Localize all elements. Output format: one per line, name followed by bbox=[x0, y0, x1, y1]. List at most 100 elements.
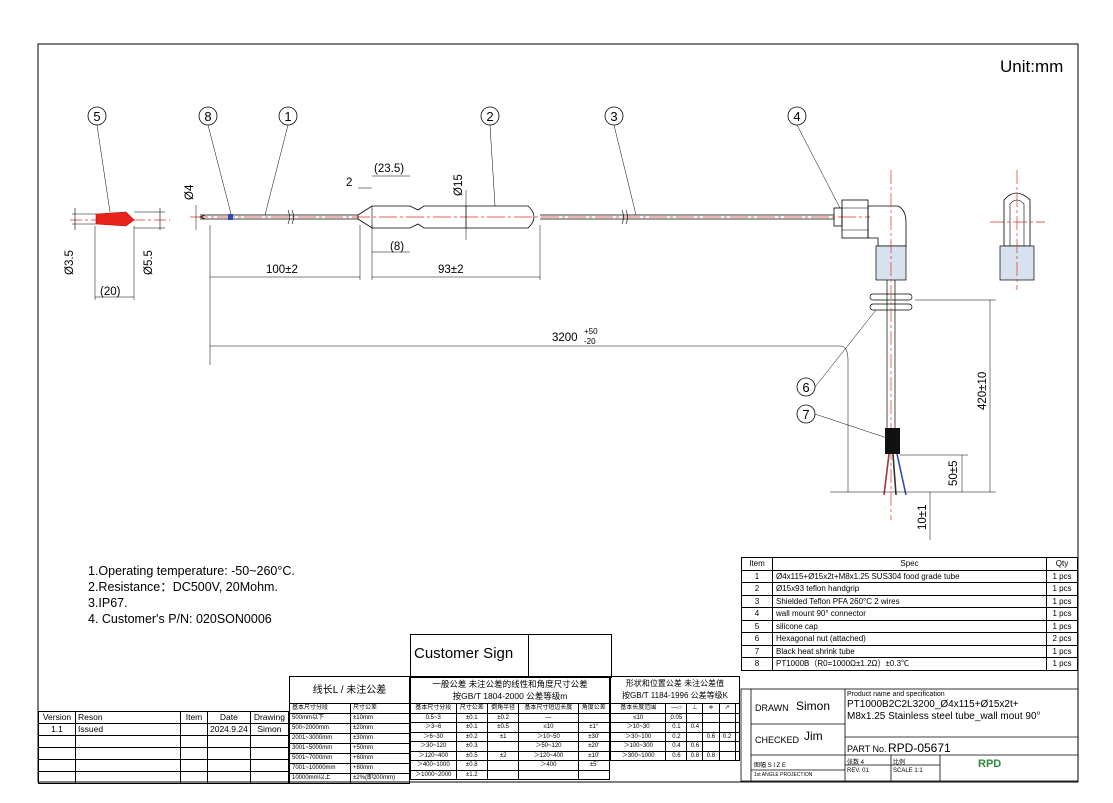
dim-d35: Ø3.5 bbox=[64, 250, 76, 275]
general-tol-title2: 按GB/T 1804-2000 公差等级m bbox=[452, 691, 568, 701]
drawn-label: DRAWN bbox=[755, 703, 789, 713]
general-tol-cell: ±1° bbox=[577, 722, 611, 733]
general-tol-cell bbox=[518, 769, 579, 780]
linear-tol-header: 基本尺寸分段 bbox=[289, 703, 351, 714]
general-tol-cell bbox=[486, 769, 520, 780]
geo-tol-title1: 形状和位置公差 未注公差值 bbox=[625, 679, 725, 688]
linear-tol-cell: 7001~10000mm bbox=[289, 763, 351, 774]
size-label: 图幅 S I Z E bbox=[754, 763, 787, 769]
general-tol-cell: ±1 bbox=[486, 731, 520, 742]
general-tol-cell bbox=[577, 712, 611, 723]
geo-tol-cell: 0.2 bbox=[665, 731, 688, 742]
geo-tol-cell: ≤10 bbox=[609, 712, 667, 723]
geo-tol-cell: 0.6 bbox=[686, 741, 704, 752]
general-tol-cell: 0.5~3 bbox=[410, 712, 457, 723]
general-tol-cell: ＞50~120 bbox=[518, 741, 579, 752]
linear-tol-cell: 5001~7000mm bbox=[289, 753, 351, 764]
general-tol-cell: ±0.2 bbox=[455, 731, 488, 742]
product-line-2: M8x1.25 Stainless steel tube_wall mout 9… bbox=[847, 711, 1041, 722]
rev-header-reason: Reson bbox=[75, 711, 181, 724]
general-tol-cell: ＞3~6 bbox=[410, 722, 457, 733]
linear-tol-cell: ±10mm bbox=[349, 713, 411, 724]
bom-item: 1 bbox=[741, 569, 773, 583]
geo-tol-cell: 0.1 bbox=[665, 722, 688, 733]
bom-item: 6 bbox=[741, 632, 773, 646]
sheet-label: 张数 4 bbox=[847, 760, 865, 766]
general-tol-header: 角度公差 bbox=[577, 703, 611, 714]
callout-5: 5 bbox=[93, 109, 100, 124]
linear-tol-cell: 500~2000mm bbox=[289, 723, 351, 734]
geo-tol-cell: ＞300~1000 bbox=[609, 750, 667, 761]
general-tol-cell: ≤10 bbox=[518, 722, 579, 733]
general-tol-cell: ＞400~1000 bbox=[410, 760, 457, 771]
general-tol-cell: ＞1000~2000 bbox=[410, 769, 457, 780]
note-4: 4. Customer's P/N: 020SON0006 bbox=[88, 612, 272, 626]
bom-spec: silicone cap bbox=[772, 619, 1047, 633]
rev-item bbox=[180, 723, 208, 736]
general-tol-cell: ±0.1 bbox=[455, 722, 488, 733]
rev-version: 1.1 bbox=[38, 723, 76, 736]
bom-qty: 1 pcs bbox=[1046, 644, 1078, 658]
bom-qty: 2 pcs bbox=[1046, 632, 1078, 646]
general-tol-cell bbox=[486, 760, 520, 771]
dimension-lines bbox=[195, 175, 996, 540]
flatness-symbol: —▱ bbox=[665, 703, 688, 714]
perpendicular-symbol: ⊥ bbox=[686, 703, 704, 714]
dim-d15: Ø15 bbox=[453, 174, 465, 196]
general-tol-cell: ±0.8 bbox=[455, 760, 488, 771]
dim-3200: 3200 bbox=[552, 332, 578, 344]
general-tol-cell: — bbox=[518, 712, 579, 723]
dim-235: (23.5) bbox=[374, 163, 404, 175]
unit-label: Unit:mm bbox=[1000, 57, 1064, 76]
callout-6: 6 bbox=[802, 380, 809, 395]
general-tol-cell bbox=[486, 741, 520, 752]
geo-tol-cell: 0.2 bbox=[718, 731, 736, 742]
geo-tol-cell: 0.8 bbox=[686, 750, 704, 761]
linear-tol-cell: ±2%(即200mm) bbox=[349, 773, 411, 784]
notes: 1.Operating temperature: -50~260°C. 2.Re… bbox=[88, 563, 295, 627]
note-2: 2.Resistance：DC500V, 20Mohm. bbox=[88, 580, 278, 594]
rev-header-version: Version bbox=[38, 711, 76, 724]
rev-drawing: Simon bbox=[249, 723, 290, 736]
callout-8: 8 bbox=[204, 109, 211, 124]
bom-header-qty: Qty bbox=[1046, 557, 1078, 571]
geo-tol-header: 基本长度范围 bbox=[609, 703, 667, 714]
general-tol-cell bbox=[577, 769, 611, 780]
general-tol-header: 基本尺寸短边长度 bbox=[518, 703, 579, 714]
runout-symbol: ↗ bbox=[718, 703, 736, 714]
symmetry-symbol: ≑ bbox=[702, 703, 720, 714]
drawn-by: Simon bbox=[796, 699, 831, 713]
bom-spec: PT1000B（R0=1000Ω±1.2Ω）±0.3℃ bbox=[772, 657, 1047, 671]
dim-8: (8) bbox=[390, 241, 404, 253]
checked-label: CHECKED bbox=[755, 735, 800, 745]
bom-qty: 1 pcs bbox=[1046, 619, 1078, 633]
general-tol-cell: ±20' bbox=[577, 741, 611, 752]
general-tol-header: 倒角半径 bbox=[486, 703, 520, 714]
bom-spec: Shielded Teflon PFA 260°C 2 wires bbox=[772, 594, 1047, 608]
callout-3: 3 bbox=[610, 109, 617, 124]
geo-tol-cell: ＞30~100 bbox=[609, 731, 667, 742]
rev-label: REV. 01 bbox=[847, 768, 869, 774]
linear-tol-cell: +60mm bbox=[349, 753, 411, 764]
bom-item: 2 bbox=[741, 582, 773, 596]
geo-tol-title: 形状和位置公差 未注公差值按GB/T 1184-1996 公差等级K bbox=[610, 676, 740, 704]
dim-d4: Ø4 bbox=[184, 184, 196, 200]
bom-item: 3 bbox=[741, 594, 773, 608]
general-tol-cell: ±0.5 bbox=[486, 722, 520, 733]
geo-tol-title2: 按GB/T 1184-1996 公差等级K bbox=[622, 691, 728, 700]
linear-tol-cell: +50mm bbox=[349, 743, 411, 754]
scale-label: 比例 bbox=[893, 760, 906, 766]
checked-by: Jim bbox=[804, 729, 823, 743]
dim-2: 2 bbox=[346, 177, 352, 189]
bom-item: 7 bbox=[741, 644, 773, 658]
general-tol-cell: ±0.5 bbox=[455, 750, 488, 761]
general-tol-cell: ＞10~50 bbox=[518, 731, 579, 742]
note-3: 3.IP67. bbox=[88, 596, 128, 610]
bom-qty: 1 pcs bbox=[1046, 582, 1078, 596]
